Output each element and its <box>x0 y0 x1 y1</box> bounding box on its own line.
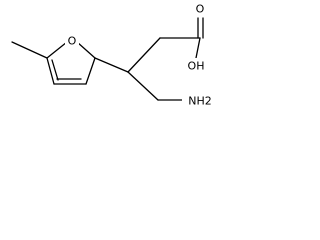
bond-ring-c3-c2 <box>85 57 96 85</box>
structure-diagram: O O OH NH2 <box>11 2 218 108</box>
amine-label: NH2 <box>188 95 212 108</box>
bond-ring-c5-c4-double <box>51 59 59 81</box>
bond-methyl <box>11 41 48 59</box>
bond-ch-ch2 <box>127 37 161 73</box>
bond-ring-o-c5 <box>46 41 68 59</box>
bond-ring-c5-c4 <box>46 57 55 85</box>
bond-ring-c2-o <box>76 41 96 59</box>
furan-oxygen-label: O <box>68 35 77 48</box>
label-bg-nh2 <box>182 93 218 107</box>
label-bg-carbonyl-o <box>193 2 207 16</box>
bond-ch-ch2-amine <box>127 71 159 101</box>
label-bg-furan-o <box>65 34 79 48</box>
label-bg-oh <box>184 58 208 72</box>
hydroxyl-label: OH <box>188 60 205 73</box>
bond-c-oh <box>195 37 201 59</box>
bond-c2-ch <box>94 57 129 73</box>
carbonyl-oxygen-label: O <box>196 3 205 16</box>
